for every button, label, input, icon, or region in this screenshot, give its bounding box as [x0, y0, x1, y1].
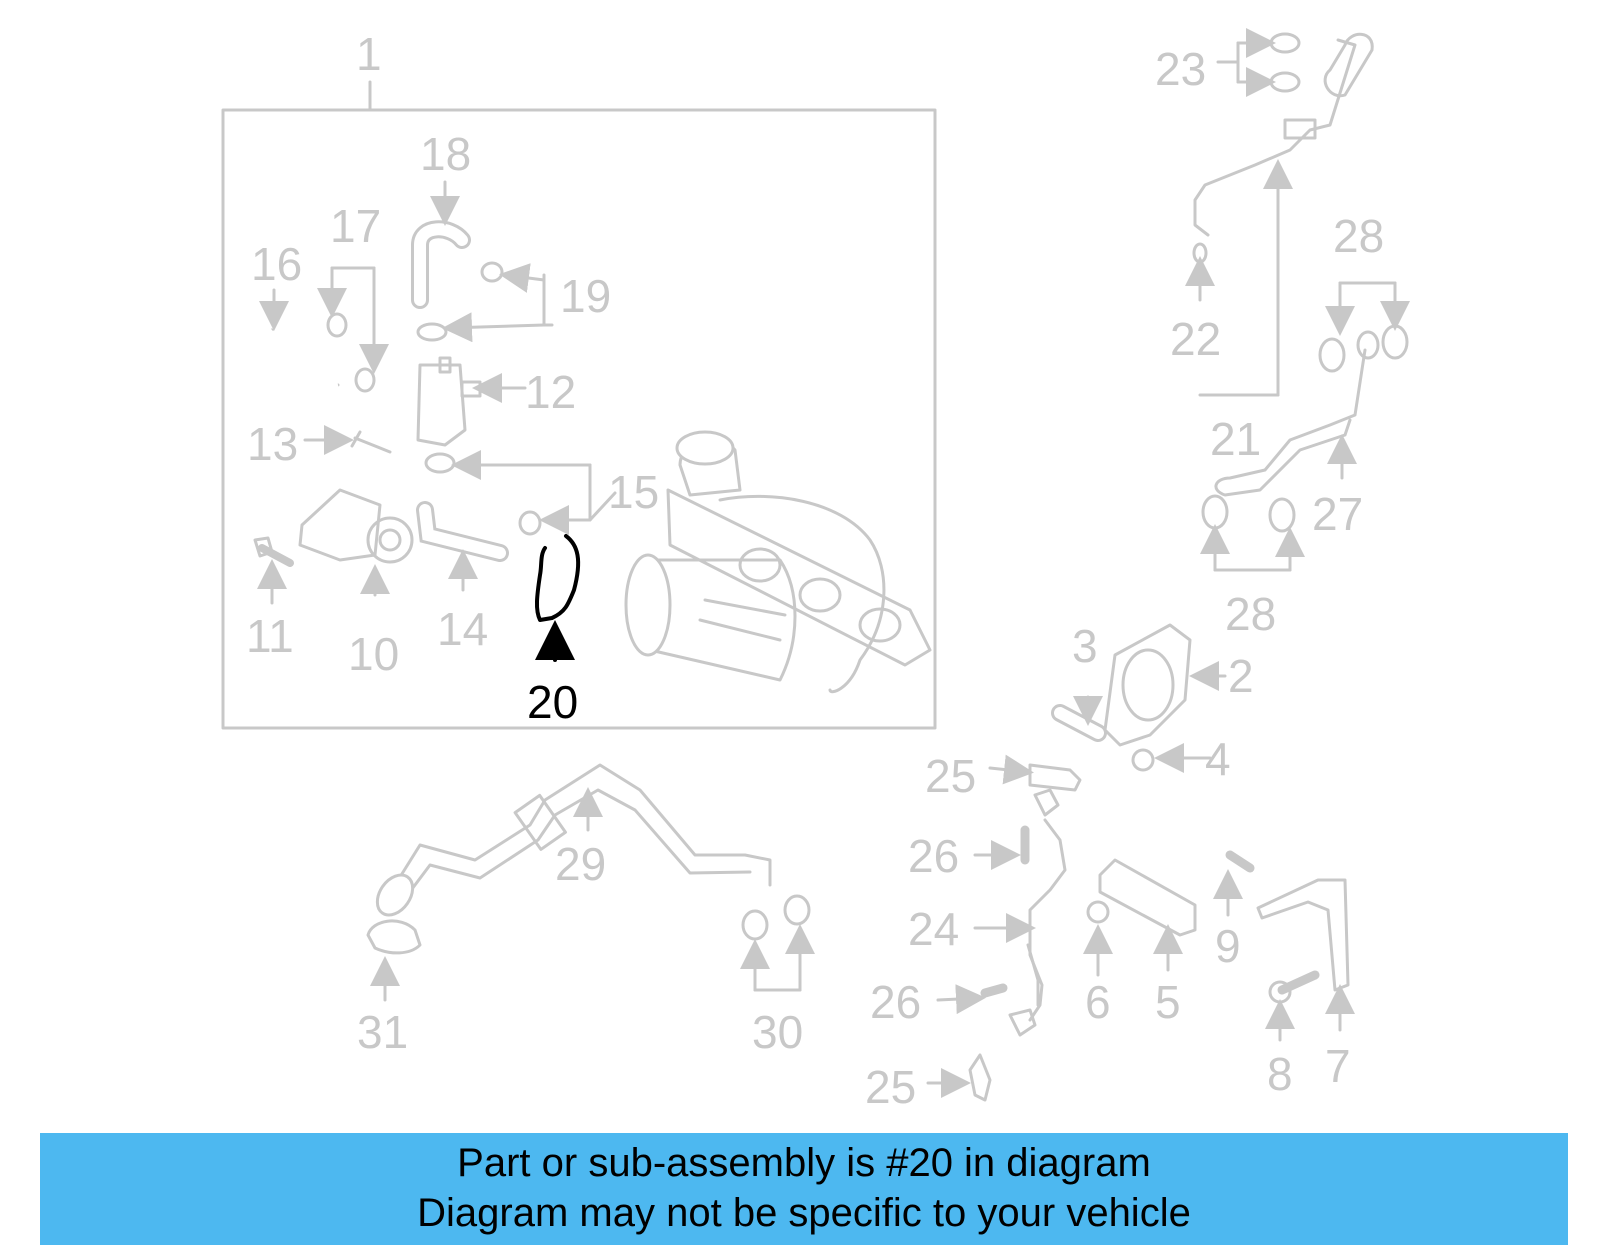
callout-1: 1 [356, 28, 382, 80]
part-25-gaskets [968, 763, 1082, 1102]
callout-17: 17 [330, 200, 381, 252]
callout-28b: 28 [1225, 588, 1276, 640]
callout-25b: 25 [865, 1061, 916, 1113]
callout-29: 29 [555, 838, 606, 890]
part-18-hose [411, 220, 471, 309]
part-29-pipe [375, 763, 772, 917]
callout-19: 19 [560, 270, 611, 322]
part-4-nut [1131, 748, 1155, 772]
callout-22: 22 [1170, 313, 1221, 365]
part-14-hose [416, 501, 509, 562]
part-31-clamp [366, 919, 422, 955]
callout-13: 13 [247, 418, 298, 470]
part-9-bolt [1225, 850, 1255, 873]
part-3-stud [1051, 704, 1107, 742]
callout-16: 16 [251, 238, 302, 290]
callout-27: 27 [1312, 488, 1363, 540]
part-8-bolt [1268, 970, 1320, 1004]
part-16-hose [251, 326, 340, 406]
part-6-nut [1086, 900, 1110, 924]
callout-31: 31 [357, 1006, 408, 1058]
assembly-box [221, 108, 937, 730]
callout-26b: 26 [870, 976, 921, 1028]
callout-labels: 1 2 3 4 5 6 7 8 9 10 11 12 13 14 15 16 1… [246, 28, 1384, 1113]
callout-7: 7 [1325, 1040, 1351, 1092]
callout-15: 15 [608, 466, 659, 518]
callout-30: 30 [752, 1006, 803, 1058]
part-24-pipe [1008, 788, 1067, 1037]
callout-18: 18 [420, 128, 471, 180]
callout-3: 3 [1072, 620, 1098, 672]
info-banner: Part or sub-assembly is #20 in diagram D… [40, 1133, 1568, 1245]
part-10-actuator [298, 488, 414, 564]
callout-14: 14 [437, 603, 488, 655]
leader-lines-right [370, 28, 1410, 1098]
callout-25a: 25 [925, 750, 976, 802]
callout-8: 8 [1267, 1048, 1293, 1100]
callout-9: 9 [1215, 920, 1241, 972]
callout-26a: 26 [908, 830, 959, 882]
callout-12: 12 [525, 366, 576, 418]
part-5-bracket [1098, 858, 1197, 937]
turbocharger-drawing [624, 430, 932, 694]
callout-4: 4 [1205, 733, 1231, 785]
part-11-bolt [253, 536, 294, 567]
part-26-bolts [980, 825, 1030, 998]
leader-lines-box [257, 180, 617, 662]
callout-20: 20 [527, 676, 578, 728]
callout-11: 11 [246, 610, 294, 662]
callout-21: 21 [1210, 413, 1261, 465]
callout-2: 2 [1228, 650, 1254, 702]
part-20-hose [535, 534, 581, 622]
part-7-bracket [1256, 878, 1350, 992]
part-2-gasket [1103, 623, 1192, 747]
callout-6: 6 [1085, 976, 1111, 1028]
banner-line-1: Part or sub-assembly is #20 in diagram [457, 1141, 1151, 1185]
callout-5: 5 [1155, 976, 1181, 1028]
part-12-valve [416, 356, 482, 447]
part-13-bolt [350, 430, 392, 454]
callout-24: 24 [908, 903, 959, 955]
callout-10: 10 [348, 628, 399, 680]
callout-28a: 28 [1333, 210, 1384, 262]
part-clamps [326, 261, 542, 536]
banner-line-2: Diagram may not be specific to your vehi… [417, 1191, 1191, 1235]
callout-23: 23 [1155, 43, 1206, 95]
